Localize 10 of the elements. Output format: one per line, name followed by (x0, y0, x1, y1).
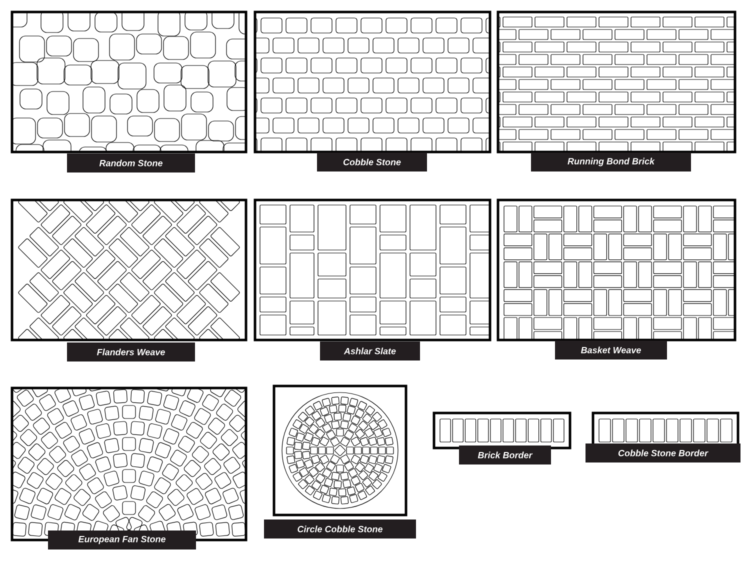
pattern-label: Random Stone (67, 154, 195, 172)
pattern-label: Flanders Weave (67, 342, 195, 362)
pattern-label: Cobble Stone Border (586, 444, 740, 462)
pattern-label: Running Bond Brick (531, 152, 691, 172)
pattern-label: Brick Border (459, 446, 551, 464)
pattern-label: Ashlar Slate (320, 342, 420, 360)
pattern-label: Basket Weave (555, 340, 667, 360)
pattern-label: Circle Cobble Stone (264, 520, 416, 538)
pattern-label: Cobble Stone (317, 152, 427, 172)
pattern-label: European Fan Stone (48, 530, 196, 550)
